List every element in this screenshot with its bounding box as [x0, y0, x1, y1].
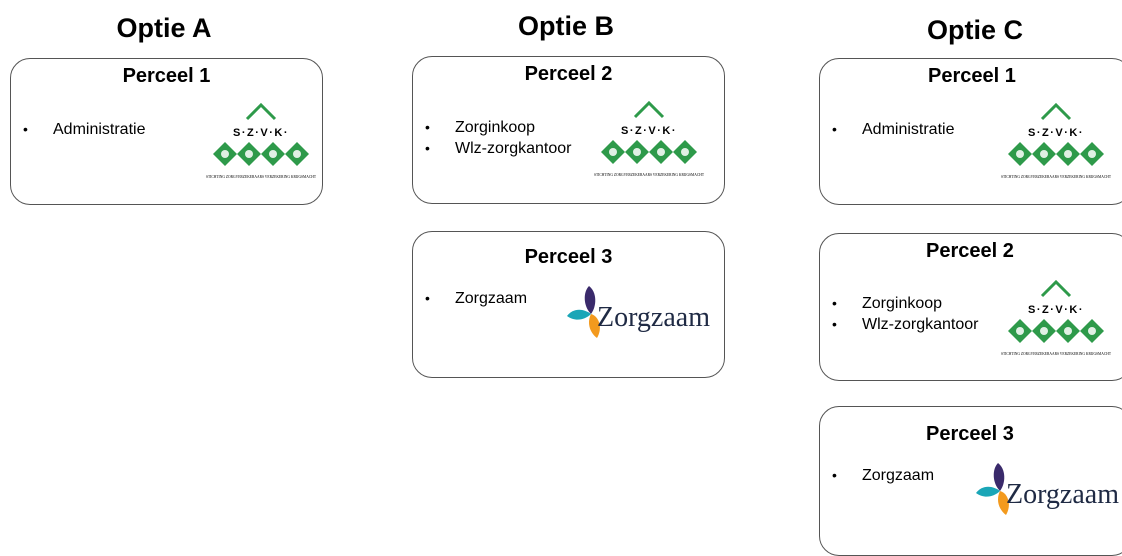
item-list: Zorginkoop Wlz-zorgkantoor [425, 117, 571, 159]
column-title-optie-c: Optie C [926, 15, 1023, 45]
szvk-emblem-icon: S·Z·V·K· STICHTING ZORGVERZEKERAARS VERZE… [1001, 102, 1112, 179]
svg-text:Zorgzaam: Zorgzaam [1006, 479, 1119, 510]
perceel-title: Perceel 1 [928, 65, 1016, 87]
perceel-box-c2: Perceel 2 Zorginkoop Wlz-zorgkantoor S·Z… [819, 233, 1122, 381]
list-item: Administratie [832, 119, 954, 140]
svg-text:S·Z·V·K·: S·Z·V·K· [233, 127, 289, 139]
list-item: Zorgzaam [425, 288, 527, 309]
list-item: Zorginkoop [425, 117, 571, 138]
svg-text:S·Z·V·K·: S·Z·V·K· [1028, 304, 1084, 316]
column-title-optie-b: Optie B [517, 11, 614, 41]
zorgzaam-emblem-icon: Zorgzaam [567, 286, 710, 338]
szvk-emblem-icon: S·Z·V·K· STICHTING ZORGVERZEKERAARS VERZE… [594, 100, 705, 177]
szvk-emblem-icon: S·Z·V·K· STICHTING ZORGVERZEKERAARS VERZE… [206, 102, 317, 179]
svg-text:S·Z·V·K·: S·Z·V·K· [1028, 127, 1084, 139]
szvk-logo: S·Z·V·K· STICHTING ZORGVERZEKERAARS VERZE… [996, 99, 1116, 199]
item-list: Administratie [832, 119, 954, 140]
szvk-emblem-icon: S·Z·V·K· STICHTING ZORGVERZEKERAARS VERZE… [1001, 279, 1112, 356]
zorgzaam-emblem-icon: Zorgzaam [976, 463, 1119, 515]
szvk-logo: S·Z·V·K· STICHTING ZORGVERZEKERAARS VERZE… [996, 276, 1116, 376]
perceel-box-c3: Perceel 3 Zorgzaam Zorgzaam [819, 406, 1122, 556]
perceel-title: Perceel 1 [122, 65, 211, 87]
list-item: Wlz-zorgkantoor [425, 138, 571, 159]
perceel-title: Perceel 3 [926, 423, 1014, 445]
perceel-box-b2: Perceel 2 Zorginkoop Wlz-zorgkantoor S·Z… [412, 56, 725, 204]
list-item: Administratie [23, 119, 145, 140]
list-item: Wlz-zorgkantoor [832, 314, 978, 335]
perceel-box-b3: Perceel 3 Zorgzaam Zorgzaam [412, 231, 725, 378]
zorgzaam-logo: Zorgzaam [567, 284, 722, 349]
column-title-optie-a: Optie A [116, 13, 212, 43]
svg-text:Zorgzaam: Zorgzaam [597, 302, 710, 333]
svg-text:STICHTING ZORGVERZEKERAARS VER: STICHTING ZORGVERZEKERAARS VERZEKERING K… [594, 173, 705, 177]
list-item: Zorgzaam [832, 465, 934, 486]
item-list: Zorgzaam [425, 288, 527, 309]
svg-text:STICHTING ZORGVERZEKERAARS VER: STICHTING ZORGVERZEKERAARS VERZEKERING K… [1001, 352, 1112, 356]
perceel-title: Perceel 2 [926, 240, 1014, 262]
szvk-logo: S·Z·V·K· STICHTING ZORGVERZEKERAARS VERZE… [589, 97, 709, 197]
item-list: Zorgzaam [832, 465, 934, 486]
svg-text:S·Z·V·K·: S·Z·V·K· [621, 125, 677, 137]
item-list: Zorginkoop Wlz-zorgkantoor [832, 293, 978, 335]
item-list: Administratie [23, 119, 145, 140]
perceel-title: Perceel 2 [524, 63, 613, 85]
perceel-box-c1: Perceel 1 Administratie S·Z·V·K· STICHTIN… [819, 58, 1122, 205]
svg-text:STICHTING ZORGVERZEKERAARS VER: STICHTING ZORGVERZEKERAARS VERZEKERING K… [206, 175, 317, 179]
list-item: Zorginkoop [832, 293, 978, 314]
szvk-logo: S·Z·V·K· STICHTING ZORGVERZEKERAARS VERZE… [201, 99, 321, 199]
perceel-title: Perceel 3 [524, 246, 613, 268]
zorgzaam-logo: Zorgzaam [976, 461, 1122, 526]
svg-text:STICHTING ZORGVERZEKERAARS VER: STICHTING ZORGVERZEKERAARS VERZEKERING K… [1001, 175, 1112, 179]
perceel-box-a1: Perceel 1 Administratie S·Z·V·K· STICHTIN… [10, 58, 323, 205]
